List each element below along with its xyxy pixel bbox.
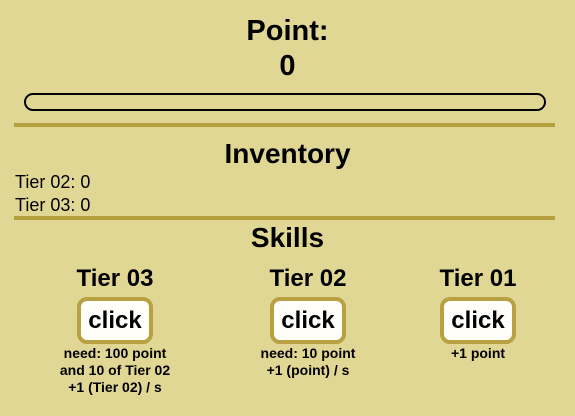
skill-tier-03-click-button[interactable]: click: [77, 297, 153, 344]
inventory-item-tier-03: Tier 03: 0: [15, 195, 91, 215]
skill-tier-01-title: Tier 01: [439, 265, 517, 292]
skill-tier-03-title: Tier 03: [76, 265, 154, 292]
skill-tier-02: Tier 02 click need: 10 point +1 (point) …: [208, 264, 408, 379]
skill-desc-line: need: 100 point: [63, 345, 167, 361]
skill-tier-03-description: need: 100 point and 10 of Tier 02 +1 (Ti…: [15, 345, 215, 396]
divider-middle: [14, 216, 555, 220]
point-title: Point:: [246, 15, 329, 47]
point-value: 0: [279, 50, 296, 82]
skill-tier-02-title: Tier 02: [269, 265, 347, 292]
skill-desc-line: and 10 of Tier 02: [59, 362, 171, 378]
point-progress-bar: [24, 93, 546, 111]
skill-tier-01-description: +1 point: [378, 345, 575, 362]
skill-tier-01-click-button[interactable]: click: [440, 297, 516, 344]
inventory-item-tier-02: Tier 02: 0: [15, 172, 91, 192]
divider-top: [14, 123, 555, 127]
skills-title: Skills: [250, 222, 325, 253]
skill-desc-line: +1 (point) / s: [266, 362, 350, 378]
skill-tier-01: Tier 01 click +1 point: [378, 264, 575, 362]
inventory-title: Inventory: [224, 138, 351, 169]
skill-desc-line: +1 (Tier 02) / s: [68, 379, 162, 395]
skill-desc-line: need: 10 point: [260, 345, 356, 361]
skill-tier-02-description: need: 10 point +1 (point) / s: [208, 345, 408, 379]
skill-tier-02-click-button[interactable]: click: [270, 297, 346, 344]
skill-desc-line: +1 point: [450, 345, 506, 361]
skill-tier-03: Tier 03 click need: 100 point and 10 of …: [15, 264, 215, 396]
